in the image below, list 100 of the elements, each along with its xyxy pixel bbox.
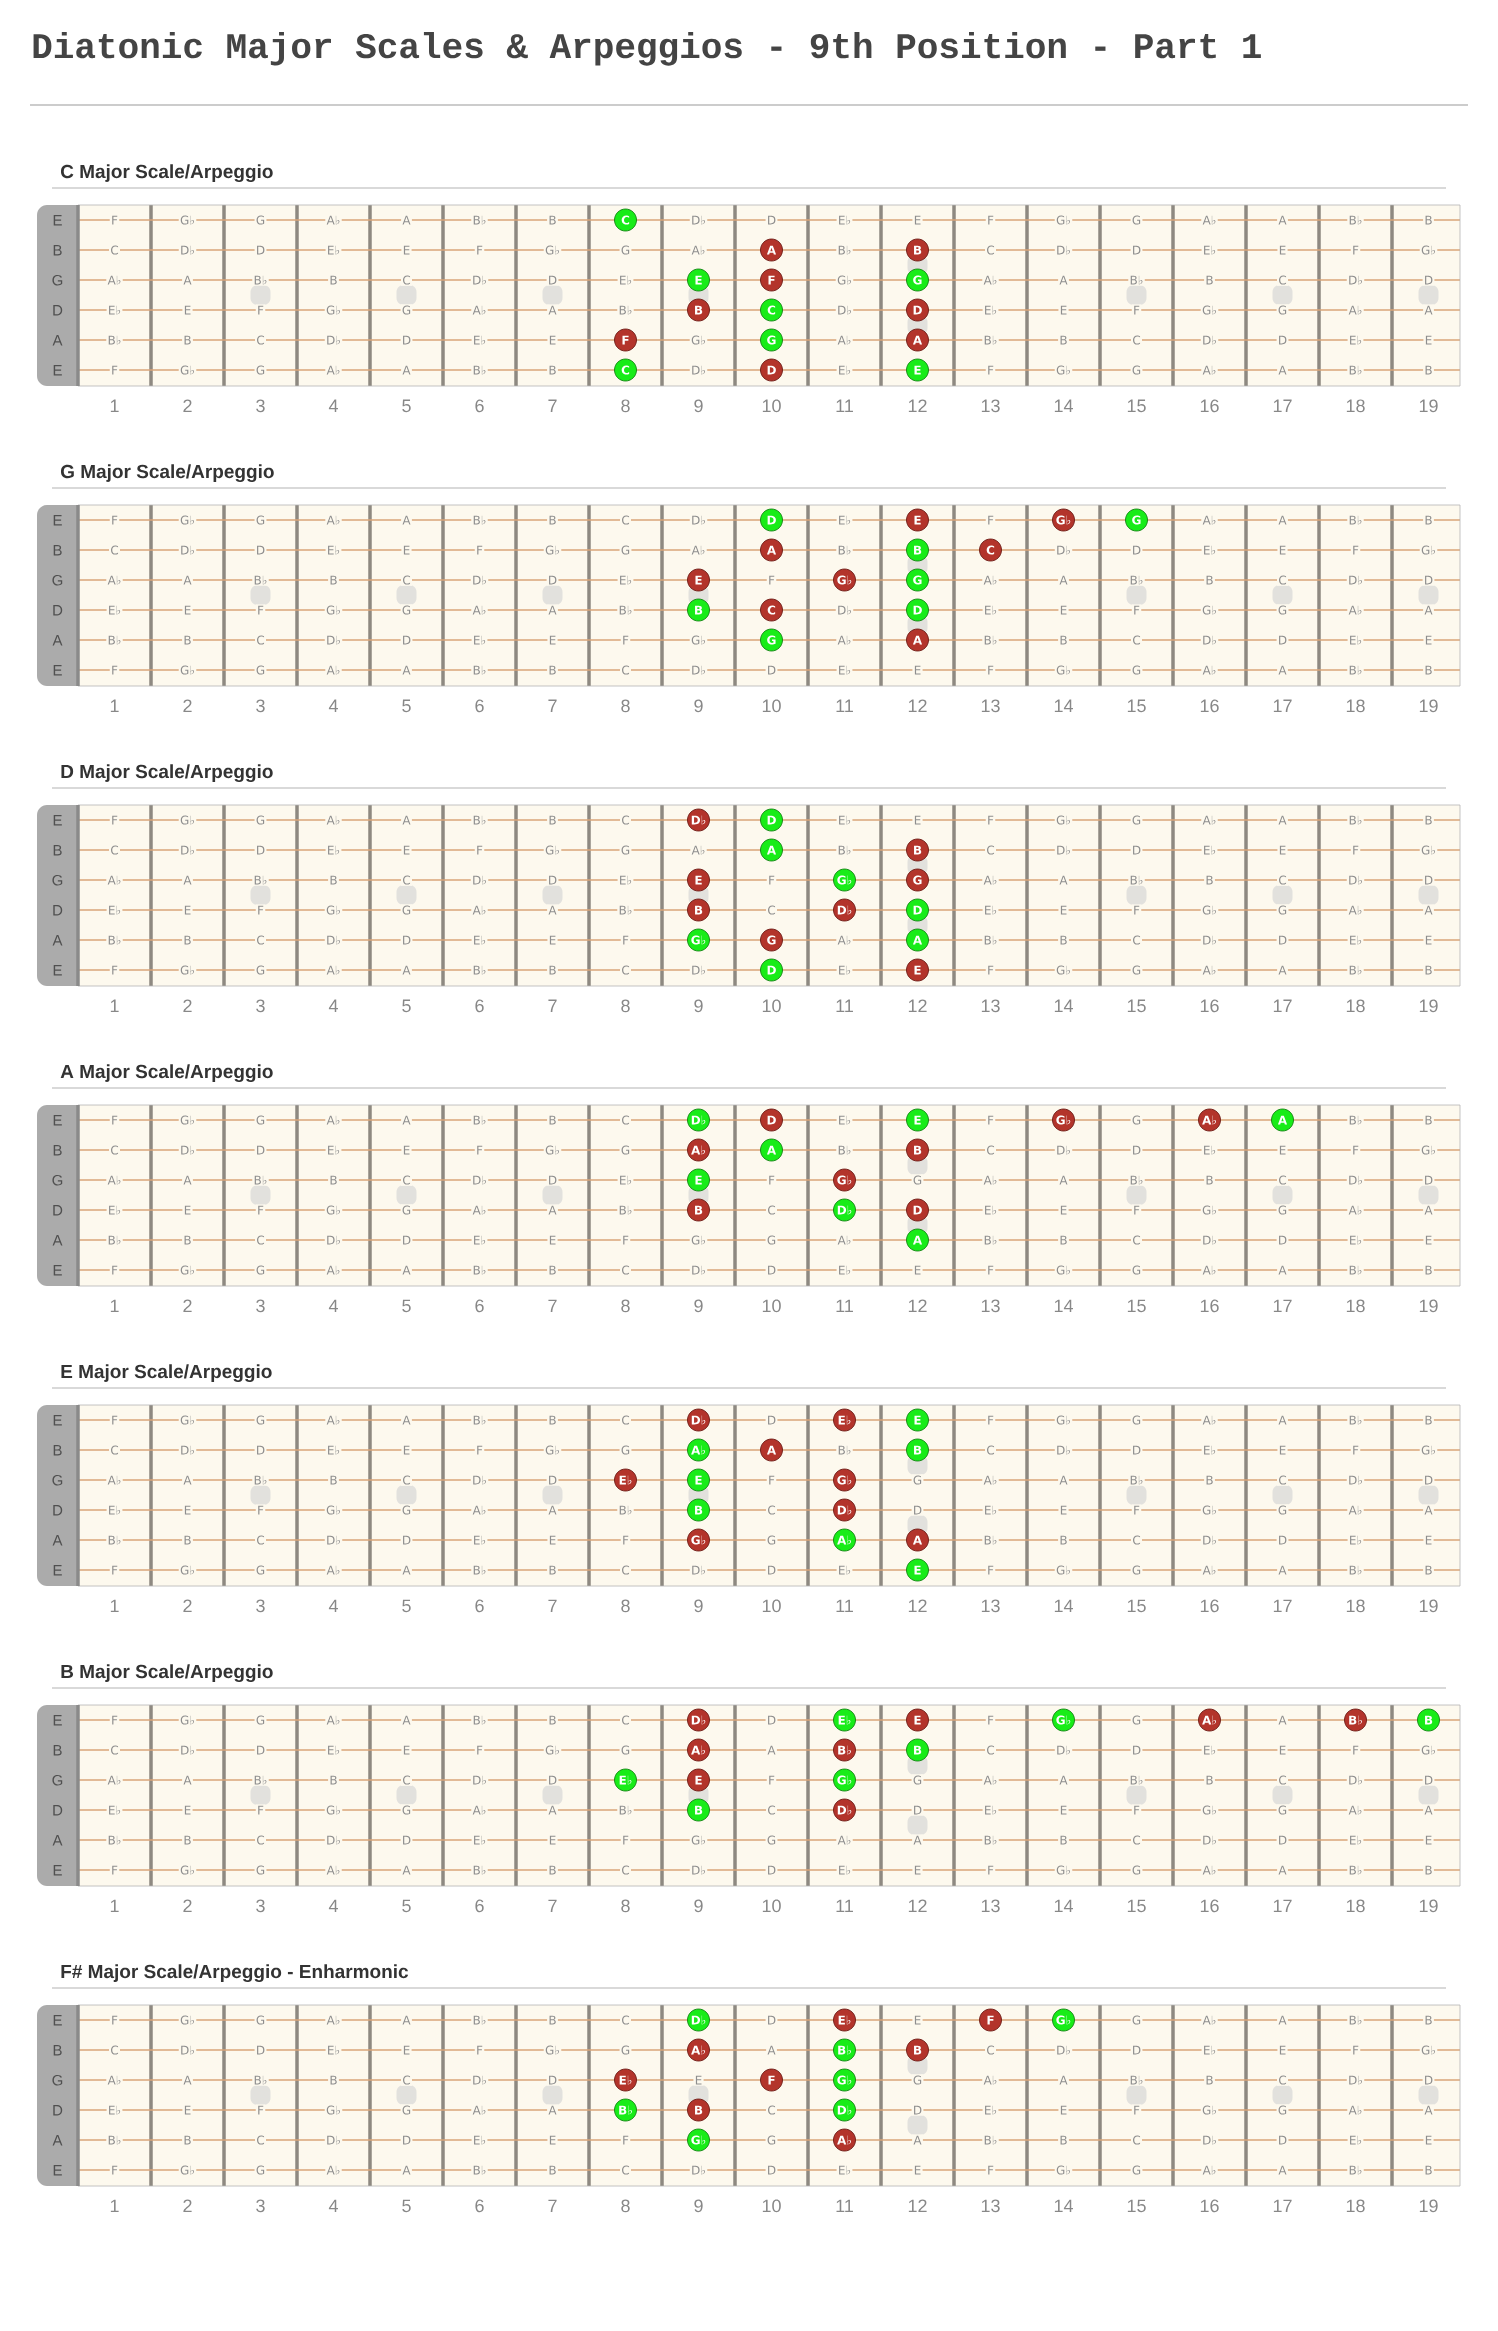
fret-number: 17 xyxy=(1273,1599,1292,1612)
note-name: E xyxy=(1277,1444,1288,1456)
note-name: B xyxy=(1204,2074,1215,2086)
note-name: A xyxy=(182,574,193,586)
note-name: E xyxy=(1058,1504,1069,1516)
note-name: C xyxy=(255,1534,266,1546)
note-name: A♭ xyxy=(982,874,999,886)
note-name: F xyxy=(109,364,120,376)
note-name: B♭ xyxy=(1128,574,1145,586)
note-name: A♭ xyxy=(325,364,342,376)
note-name: C xyxy=(766,1204,777,1216)
note-name: C xyxy=(766,2104,777,2116)
note-name: B♭ xyxy=(1347,214,1364,226)
note-name: A xyxy=(547,1204,558,1216)
note-name: D xyxy=(1422,1774,1435,1786)
note-name: A♭ xyxy=(982,574,999,586)
note-name: E♭ xyxy=(325,244,342,256)
note-name: E xyxy=(1058,1804,1069,1816)
note-name: G xyxy=(254,1564,267,1576)
note-name: A xyxy=(1277,1864,1288,1876)
note-name: D♭ xyxy=(1346,574,1365,586)
note-name: B♭ xyxy=(252,1174,269,1186)
note-name: E♭ xyxy=(325,2044,342,2056)
fret-number: 17 xyxy=(1273,1899,1292,1912)
note-name: A♭ xyxy=(325,1564,342,1576)
note-name: G♭ xyxy=(1054,1864,1073,1876)
note-name: E xyxy=(1058,304,1069,316)
note-name: D♭ xyxy=(689,1864,708,1876)
fret-number: 4 xyxy=(328,399,338,412)
note-name: B♭ xyxy=(1347,814,1364,826)
note-name: G♭ xyxy=(324,1804,343,1816)
fret-number: 9 xyxy=(694,699,703,713)
note-name: F xyxy=(985,1864,996,1876)
note-name: B♭ xyxy=(106,1234,123,1246)
note-name: A♭ xyxy=(471,1804,488,1816)
note-name: A xyxy=(401,1114,412,1126)
fret-number: 18 xyxy=(1346,2199,1365,2213)
note-name: D♭ xyxy=(178,1744,197,1756)
fret-number: 7 xyxy=(548,1299,557,1312)
note-name: B xyxy=(1058,934,1069,946)
note-name: B xyxy=(1058,634,1069,646)
note-name: D♭ xyxy=(1200,1834,1219,1846)
note-name: D xyxy=(546,1474,559,1486)
note-name: D xyxy=(1422,1474,1435,1486)
note-name: F xyxy=(109,1264,120,1276)
note-name: E xyxy=(547,1234,558,1246)
note-name: G♭ xyxy=(1419,544,1438,556)
fret-number: 7 xyxy=(548,1599,557,1612)
heading: C Major Scale/Arpeggio xyxy=(61,164,273,183)
note-name: D♭ xyxy=(689,664,708,676)
note-name: B♭ xyxy=(1347,2014,1364,2026)
note-name: E♭ xyxy=(1201,1144,1218,1156)
fret-number: 12 xyxy=(908,699,927,712)
note-name: G♭ xyxy=(1054,814,1073,826)
note-name: G♭ xyxy=(178,1714,197,1726)
note-name: D♭ xyxy=(1054,1744,1073,1756)
note-name: B xyxy=(547,2164,558,2176)
note-name: C xyxy=(1131,334,1142,346)
note-name: B♭ xyxy=(252,2074,269,2086)
note-name: F xyxy=(109,964,120,976)
note-name: A♭ xyxy=(1201,1864,1218,1876)
note-name: E♭ xyxy=(982,1504,999,1516)
fret-number: 9 xyxy=(694,1899,703,1913)
note-name: B♭ xyxy=(471,664,488,676)
note-name: E xyxy=(547,334,558,346)
note-name: A xyxy=(1423,2104,1434,2116)
fret-number: 19 xyxy=(1419,399,1438,413)
note-name: F xyxy=(474,844,485,856)
fret-number: 15 xyxy=(1127,1899,1146,1913)
note-name: C xyxy=(1131,2134,1142,2146)
note-name: D xyxy=(911,2104,924,2116)
note-name: C xyxy=(401,1474,412,1486)
note-name: E xyxy=(547,1834,558,1846)
note-name: B xyxy=(1423,1564,1434,1576)
note-name: C xyxy=(255,1234,266,1246)
note-name: B♭ xyxy=(1347,664,1364,676)
string-name: B xyxy=(53,545,62,556)
note-name: D♭ xyxy=(835,604,854,616)
note-name: E xyxy=(912,664,923,676)
note-name: G xyxy=(1130,2014,1143,2026)
note-name: B♭ xyxy=(471,814,488,826)
note-name: G♭ xyxy=(178,1564,197,1576)
note-name: C xyxy=(401,574,412,586)
note-name: D♭ xyxy=(324,1534,343,1546)
note-name: B xyxy=(1058,1234,1069,1246)
note-name: D xyxy=(546,1774,559,1786)
fret-number: 13 xyxy=(981,2199,1000,2213)
note-name: G xyxy=(1130,1114,1143,1126)
fret-number: 6 xyxy=(475,2199,484,2213)
note-name: C xyxy=(109,1144,120,1156)
note-name: B♭ xyxy=(471,1564,488,1576)
note-name: D♭ xyxy=(1346,1174,1365,1186)
note-name: D xyxy=(1130,2044,1143,2056)
note-name: C xyxy=(1277,574,1288,586)
note-name: B♭ xyxy=(982,634,999,646)
note-name: G♭ xyxy=(543,844,562,856)
note-name: B xyxy=(1423,964,1434,976)
note-name: G♭ xyxy=(178,664,197,676)
note-name: A♭ xyxy=(106,874,123,886)
note-name: F xyxy=(985,514,996,526)
